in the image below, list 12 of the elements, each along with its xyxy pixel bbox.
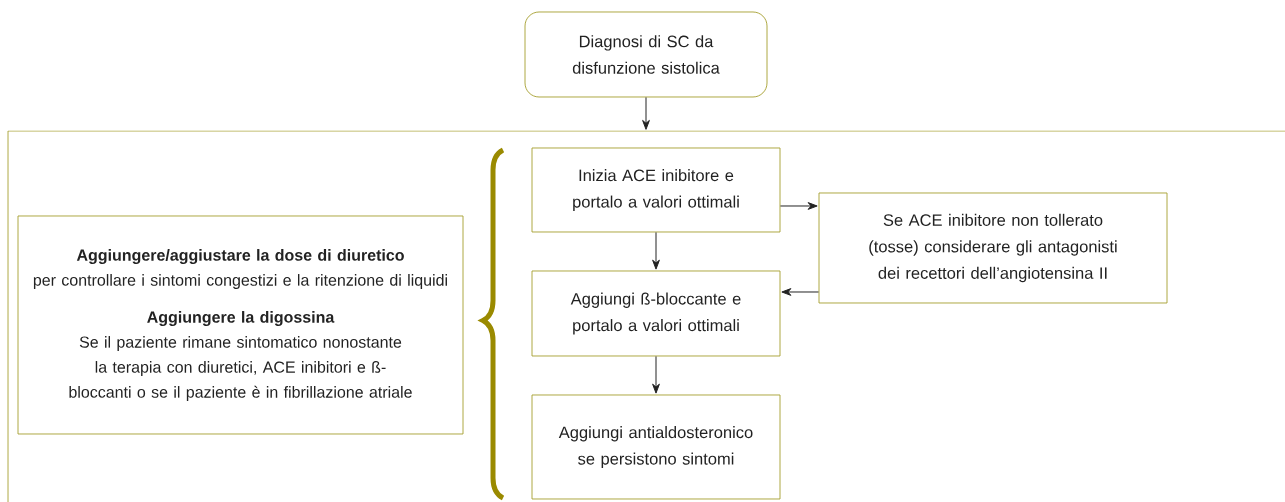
note-box: Aggiungere/aggiustare la dose di diuretico per controllare i sintomi congestizi e la ritenzione di liquidi Aggiungere la digossina Se il paziente rimane sintomatico nonostante la terapia con diuretici, ACE inibitori e ß-bloccanti o se il paziente è in fibrillazione atriale (17, 215, 464, 435)
process-box: Se ACE inibitore non tollerato (tosse) considerare gli antagonisti dei recettori dell’angiotensina II (818, 192, 1168, 304)
panel-frame (7, 130, 1285, 502)
arrow (652, 355, 660, 394)
arrow (652, 231, 660, 270)
arrow (642, 96, 650, 130)
process-box: Aggiungi antialdosteronico se persistono sintomi (531, 394, 781, 500)
process-box: Inizia ACE inibitore e portalo a valori ottimali (531, 147, 781, 233)
start-box: Diagnosi di SC da disfunzione sistolica (524, 11, 768, 98)
process-box: Aggiungi ß-bloccante e portalo a valori ottimali (531, 270, 781, 357)
arrow (779, 202, 818, 210)
arrow (781, 288, 820, 296)
